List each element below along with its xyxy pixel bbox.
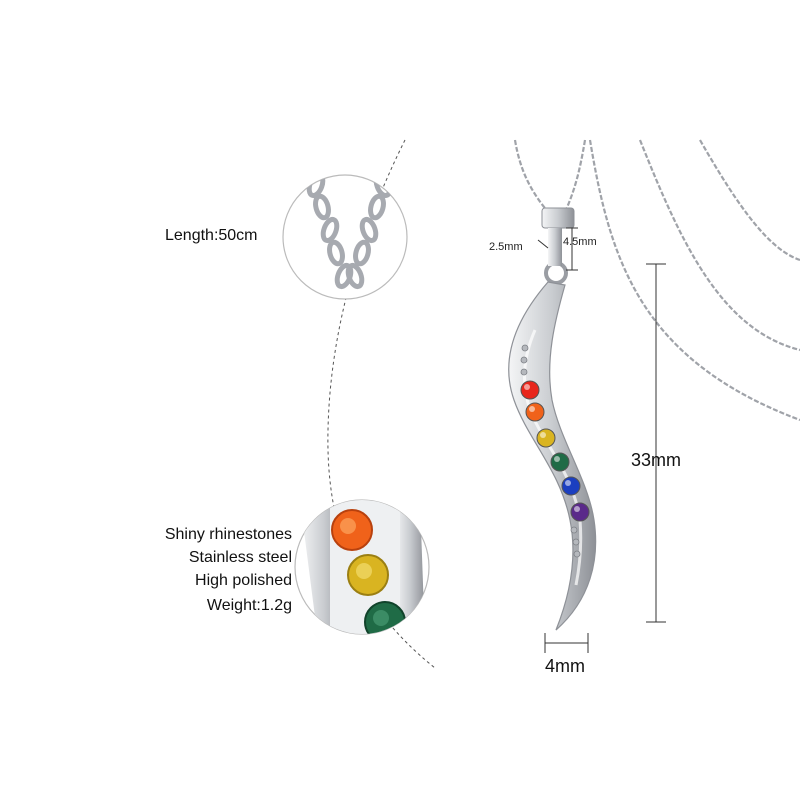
- rhinestone: [550, 452, 570, 472]
- rhinestone: [570, 502, 590, 522]
- dimension-lines: [537, 227, 666, 653]
- rhinestone: [520, 380, 540, 400]
- rhinestone-highlight: [529, 406, 535, 412]
- feature-finish: High polished: [195, 572, 292, 589]
- silver-bead: [572, 538, 580, 546]
- silver-bead: [520, 368, 528, 376]
- rhinestone-highlight: [574, 506, 580, 512]
- rhinestone: [536, 428, 556, 448]
- pendant-width-label: 4mm: [545, 656, 585, 676]
- rhinestone-highlight: [554, 456, 560, 462]
- feature-weight: Weight:1.2g: [206, 597, 292, 614]
- feature-material: Stainless steel: [188, 549, 292, 566]
- silver-bead: [570, 526, 578, 534]
- necklace-chain: [513, 139, 800, 422]
- bail-width-label: 2.5mm: [489, 241, 523, 253]
- pendant-body: [508, 281, 597, 631]
- pendant-stones: [520, 344, 590, 558]
- feature-rhinestones: Shiny rhinestones: [164, 526, 292, 543]
- rhinestone-zoom-circle: [294, 499, 430, 635]
- silver-bead: [521, 344, 529, 352]
- chain-zoom-circle: [282, 174, 408, 300]
- silver-bead: [520, 356, 528, 364]
- rhinestone-highlight: [524, 384, 530, 390]
- silver-bead: [573, 550, 581, 558]
- pendant-height-label: 33mm: [631, 450, 682, 470]
- pendant-bail: [541, 207, 575, 285]
- rhinestone: [561, 476, 581, 496]
- rhinestone-highlight: [565, 480, 571, 486]
- bail-height-label: 4.5mm: [563, 236, 597, 248]
- length-label: Length:50cm: [165, 227, 258, 244]
- rhinestone-highlight: [540, 432, 546, 438]
- rhinestone: [525, 402, 545, 422]
